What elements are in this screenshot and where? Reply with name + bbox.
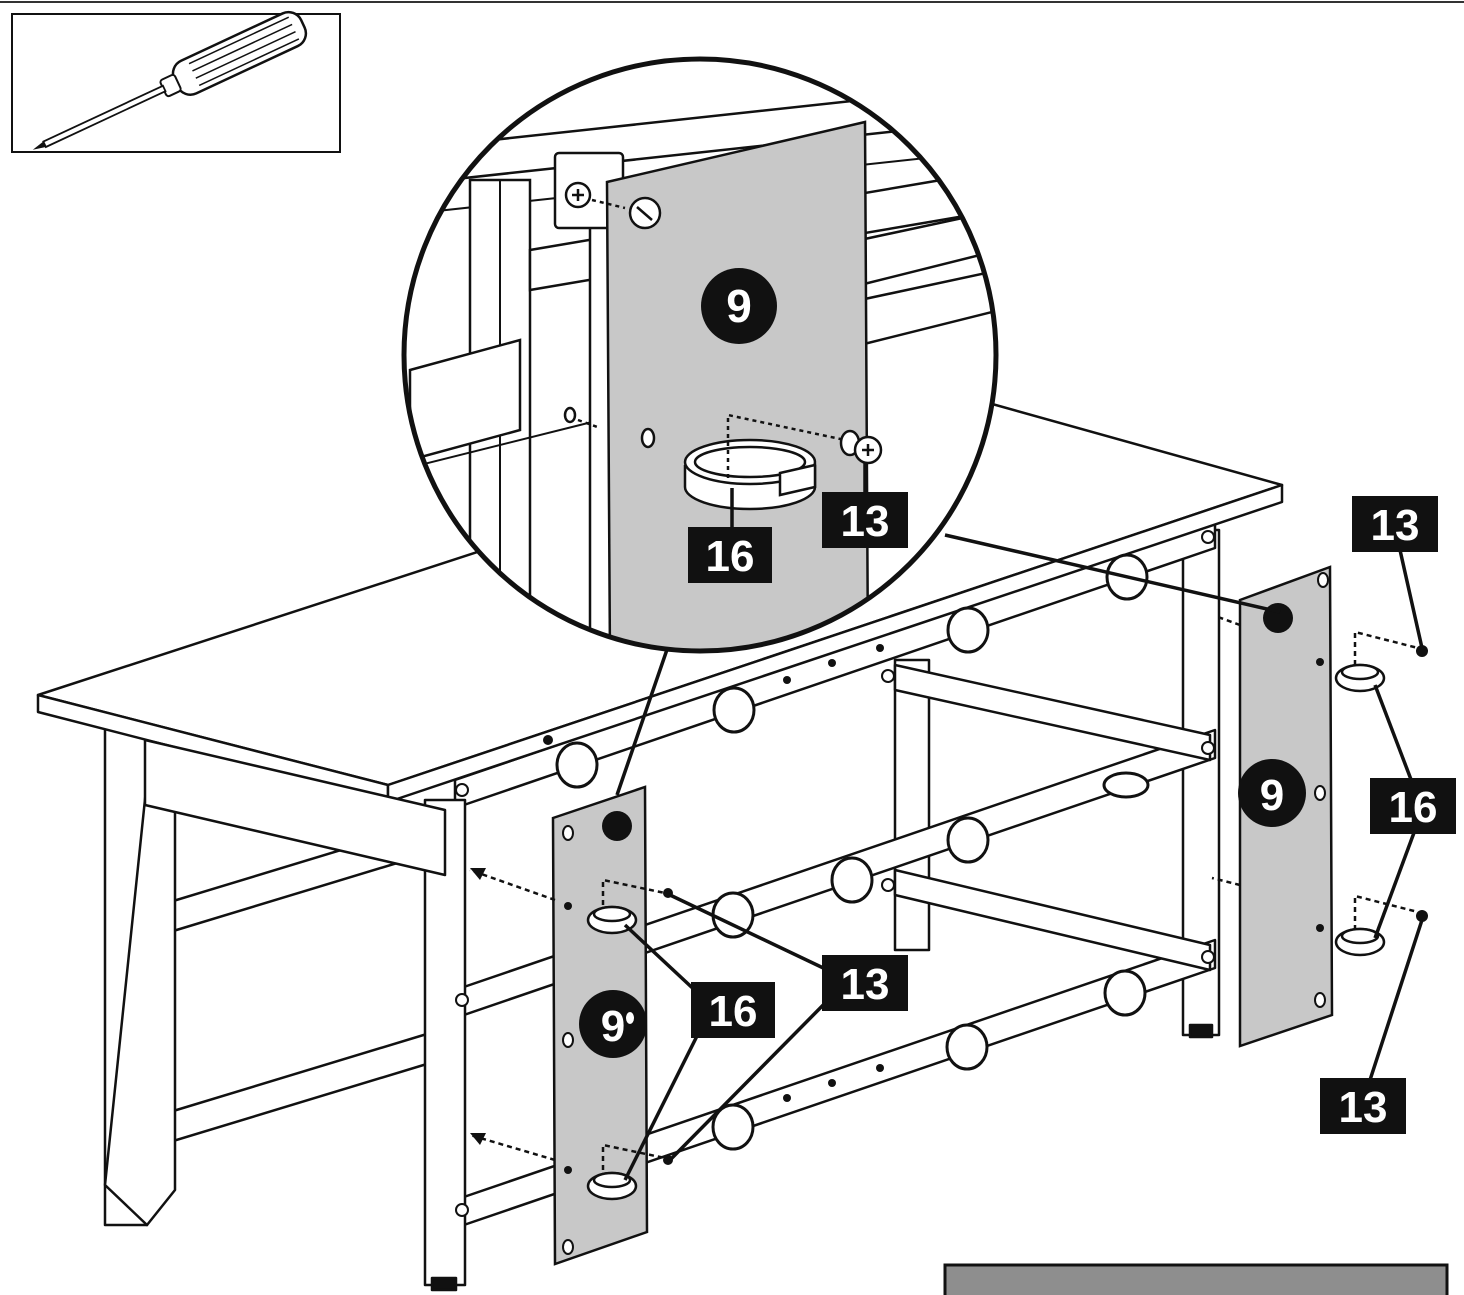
front-apron <box>143 738 447 877</box>
right-side-panel: 9 <box>1211 565 1334 1048</box>
right-ring-part-number: 16 <box>1389 783 1438 832</box>
rail-holes <box>455 530 1215 1217</box>
front-middle-foot <box>430 1276 458 1292</box>
detail-panel-part-number: 9 <box>726 280 752 332</box>
back-right-foot <box>1188 1023 1214 1039</box>
right-panel-badge <box>1238 759 1306 827</box>
bottom-right-rail <box>893 868 1212 972</box>
leader-lines <box>615 533 1424 1181</box>
right-bottom-screw-part-number: 13 <box>1339 1083 1388 1132</box>
rail-rings <box>555 553 1150 1151</box>
bottom-info-box <box>943 1263 1449 1295</box>
detail-ring-label <box>688 527 772 583</box>
left-panel-part-number: 9 <box>601 1002 625 1051</box>
back-middle-post <box>893 658 931 952</box>
right-loose-parts <box>1334 630 1428 957</box>
right-bottom-screw-label <box>1320 1078 1406 1134</box>
left-panel-badge <box>579 990 647 1058</box>
front-left-leg-side <box>103 778 177 1227</box>
right-top-screw-label <box>1352 496 1438 552</box>
detail-screw-part-number: 13 <box>841 497 890 546</box>
detail-magnifier: 9 16 13 <box>401 56 999 654</box>
left-screw-part-number: 13 <box>841 960 890 1009</box>
right-panel-part-number: 9 <box>1260 771 1284 820</box>
phillips-screwdriver-icon <box>32 10 308 150</box>
right-ring-label <box>1370 778 1456 834</box>
bottom-left-rail <box>158 1028 442 1147</box>
callout-labels: 16 13 13 16 13 <box>691 496 1456 1134</box>
detail-ring-part-number: 16 <box>706 532 755 581</box>
right-top-screw-part-number: 13 <box>1371 501 1420 550</box>
tool-box <box>11 10 341 153</box>
middle-right-rail <box>893 663 1212 762</box>
detail-screw-label <box>822 492 908 548</box>
left-ring-label <box>691 982 775 1038</box>
left-side-panel: 9 <box>469 785 673 1266</box>
left-ring-part-number: 16 <box>709 987 758 1036</box>
left-screw-label <box>822 955 908 1011</box>
